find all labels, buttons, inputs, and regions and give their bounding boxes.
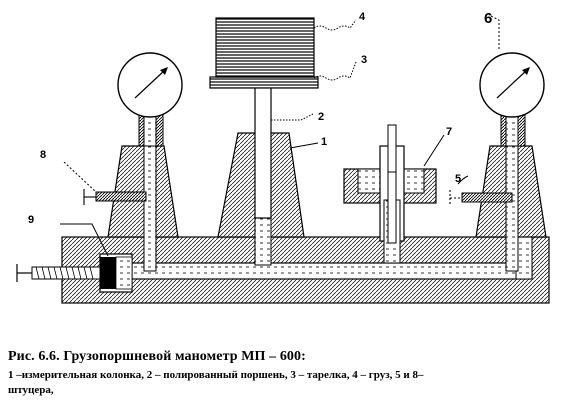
leader-lines xyxy=(60,15,500,257)
label-1: 1 xyxy=(321,136,327,148)
press-screw xyxy=(16,264,101,282)
label-7: 7 xyxy=(446,126,452,138)
label-9: 9 xyxy=(28,214,34,226)
pressure-gauge-diagram: 4 3 2 1 6 7 8 9 5 xyxy=(16,10,550,304)
figure-caption-legend-line-1: 1 –измерительная колонка, 2 – полированн… xyxy=(8,369,424,381)
load-weights xyxy=(215,17,315,78)
right-gauge-column xyxy=(475,111,547,272)
cup-column xyxy=(343,124,437,264)
right-fitting xyxy=(449,190,513,206)
label-4: 4 xyxy=(359,11,366,23)
label-5: 5 xyxy=(455,173,461,185)
label-2: 2 xyxy=(318,111,324,123)
figure-caption-title: Рис. 6.6. Грузопоршневой манометр МП – 6… xyxy=(8,349,306,364)
left-fitting xyxy=(83,189,147,205)
press-cylinder xyxy=(99,253,133,293)
left-pressure-gauge xyxy=(117,52,183,118)
polished-piston xyxy=(254,85,272,219)
label-8: 8 xyxy=(40,149,46,161)
right-pressure-gauge xyxy=(479,52,545,118)
label-3: 3 xyxy=(361,54,367,66)
label-6: 6 xyxy=(484,10,492,27)
figure-caption-legend-line-2: штуцера, xyxy=(8,384,54,396)
weight-plate xyxy=(209,76,319,89)
